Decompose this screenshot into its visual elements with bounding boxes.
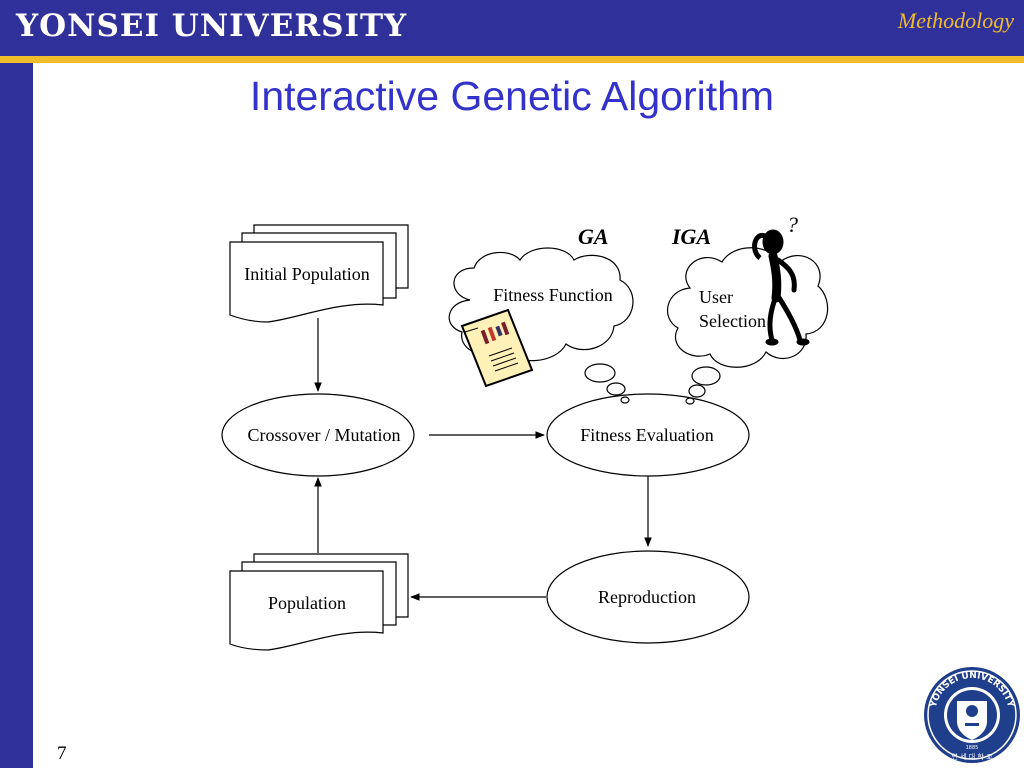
fitness-evaluation-label: Fitness Evaluation <box>580 425 714 445</box>
left-sidebar-bar <box>0 63 33 768</box>
initial-population-node: Initial Population <box>229 224 409 323</box>
thinking-person-icon: ? <box>752 212 810 346</box>
user-selection-label-line1: User <box>699 287 733 307</box>
university-name: YONSEI UNIVERSITY <box>16 8 408 44</box>
question-mark: ? <box>787 212 798 237</box>
iga-label: IGA <box>671 224 711 249</box>
slide-title: Interactive Genetic Algorithm <box>249 73 775 119</box>
header-bar: YONSEI UNIVERSITY Methodology <box>0 0 1024 56</box>
crossover-mutation-label: Crossover / Mutation <box>248 425 401 445</box>
reproduction-node: Reproduction <box>546 550 750 644</box>
population-label: Population <box>268 593 346 613</box>
user-selection-cloud: User Selection <box>667 247 829 405</box>
page-number: 7 <box>57 743 67 764</box>
fitness-function-label: Fitness Function <box>493 285 613 305</box>
reproduction-label: Reproduction <box>598 587 696 607</box>
initial-population-label: Initial Population <box>244 264 370 284</box>
crossover-mutation-node: Crossover / Mutation <box>221 393 415 477</box>
report-chart-icon <box>460 308 534 388</box>
section-label: Methodology <box>897 8 1014 33</box>
ga-label: GA <box>578 224 609 249</box>
user-selection-label-line2: Selection <box>699 311 766 331</box>
fitness-evaluation-node: Fitness Evaluation <box>546 393 750 477</box>
header-accent-line <box>0 56 1024 63</box>
seal-korean: 연 세 대 학 교 <box>951 752 993 761</box>
population-node: Population <box>229 553 409 651</box>
university-seal-logo: YONSEI UNIVERSITY 1885 연 세 대 학 교 <box>924 667 1020 763</box>
seal-year: 1885 <box>966 745 979 751</box>
